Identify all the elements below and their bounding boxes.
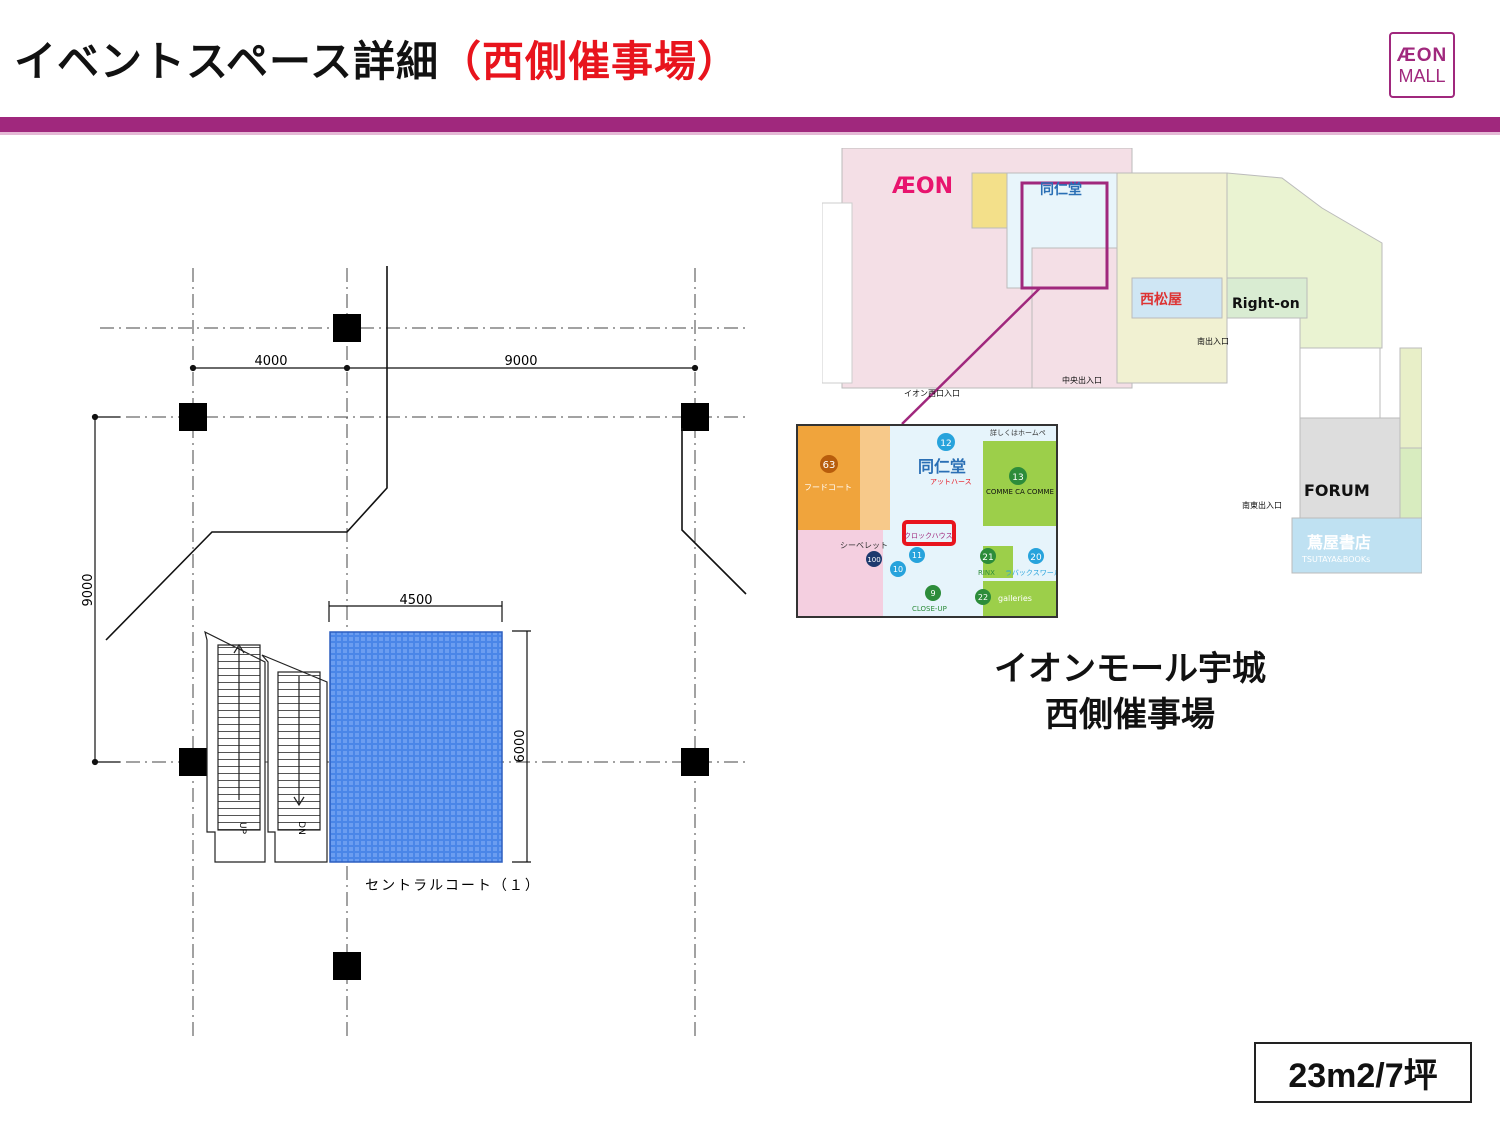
store-11-marker (909, 547, 925, 563)
forum-block (1399, 447, 1423, 519)
event-space-label: セントラルコート（１） (365, 878, 541, 894)
column (681, 403, 709, 431)
title-accent: （西側催事場） (438, 37, 740, 86)
tsutaya-sub-label: TSUTAYA&BOOKs (1301, 555, 1370, 564)
columns (179, 314, 709, 980)
caption-line1: イオンモール宇城 (994, 649, 1266, 689)
store-9-number: 9 (930, 589, 935, 598)
dojinsha-label: 同仁堂 (1040, 181, 1082, 198)
dim-top-right: 9000 (504, 354, 537, 369)
see-belet-label: シーベレット (840, 541, 888, 550)
dim-space-height: 6000 (513, 729, 528, 762)
galleries-block (983, 581, 1056, 616)
title-main: イベントスペース詳細 (14, 37, 439, 86)
food-court-block (798, 426, 860, 530)
floor-plan-drawing: 4000 9000 9000 4500 6000 UP DN セントラルコート（… (81, 266, 748, 1040)
entrance-central: 中央出入口 (1062, 375, 1102, 385)
service-block (860, 426, 890, 530)
dim-left: 9000 (81, 573, 96, 606)
caption-line2: 西側催事場 (1045, 695, 1215, 735)
homepage-note: 詳しくはホームペ (990, 428, 1046, 437)
page-title: イベントスペース詳細（西側催事場） (14, 30, 740, 94)
south-block (1299, 417, 1401, 519)
dim-top-left: 4000 (254, 354, 287, 369)
logo-line1: ÆON (1396, 44, 1448, 66)
escalator-down-label: DN (296, 821, 306, 835)
store-22-marker (975, 589, 991, 605)
store-21-marker (980, 548, 996, 564)
store-13-marker (1009, 467, 1027, 485)
east-wing (1226, 172, 1383, 349)
area-badge: 23m2/7坪 (1254, 1042, 1472, 1103)
escalator-down (261, 654, 328, 863)
event-space-area (329, 631, 503, 863)
dimension-lines (91, 364, 699, 863)
store-13-number: 13 (1012, 473, 1023, 483)
nishimatsuya-label: 西松屋 (1140, 291, 1182, 308)
store-22-number: 22 (978, 593, 988, 602)
nishimatsuya-block (1131, 277, 1223, 319)
store-12-marker (937, 433, 955, 451)
forum-label: FORUM (1304, 481, 1370, 500)
righton-label: Right-on (1232, 296, 1300, 312)
column (179, 403, 207, 431)
entrance-south-east: 南東出入口 (1242, 500, 1282, 510)
column (179, 748, 207, 776)
tsutaya-label: 蔦屋書店 (1307, 533, 1371, 552)
tsutaya-block (1291, 517, 1423, 574)
store-block (971, 172, 1008, 229)
rinx-label: RINX (978, 569, 995, 577)
escalator-up (204, 630, 266, 863)
inset-map: 63 フードコート シーベレット 12 同仁堂 アットハース 13 COMME … (796, 424, 1058, 618)
store-10-number: 10 (893, 565, 903, 574)
clock-house-highlight (902, 520, 956, 546)
store-21-number: 21 (982, 553, 993, 563)
store-20-marker (1028, 548, 1044, 564)
see-belet-block (798, 530, 883, 616)
west-wall (821, 202, 853, 384)
header-band (0, 117, 1500, 135)
column (333, 952, 361, 980)
store-100-marker (866, 551, 882, 567)
wall-lines (105, 266, 747, 641)
store-63-marker (820, 455, 838, 473)
dojinsha-sub-label: アットハース (930, 478, 972, 486)
escalator-up-label: UP (237, 822, 247, 835)
store-11-number: 11 (912, 551, 922, 560)
column (681, 748, 709, 776)
entrance-south: 南出入口 (1197, 336, 1229, 346)
rabaxs-label: ラバックスワール (1005, 569, 1058, 577)
righton-block (1226, 277, 1308, 319)
venue-caption: イオンモール宇城 西側催事場 (960, 646, 1300, 738)
store-100-number: 100 (867, 556, 880, 564)
comme-ca-label: COMME CA COMME CA (986, 488, 1058, 496)
inset-dojinsha-label: 同仁堂 (918, 457, 966, 476)
walkway (1299, 347, 1381, 419)
store-12-number: 12 (940, 439, 951, 449)
logo-line2: MALL (1398, 65, 1446, 86)
floor-map-drawing: ÆON 同仁堂 西松屋 Right-on FORUM 蔦屋書店 TSUTAYA&… (821, 147, 1423, 574)
aeon-mall-logo: ÆON MALL (1389, 32, 1455, 98)
entrance-aeon-west: イオン西口入口 (904, 389, 960, 398)
inset-map-drawing: 63 フードコート シーベレット 12 同仁堂 アットハース 13 COMME … (798, 426, 1058, 616)
food-court-label: フードコート (804, 483, 852, 492)
store-20-number: 20 (1030, 553, 1042, 563)
dim-space-width: 4500 (399, 593, 432, 608)
aeon-label: ÆON (892, 174, 953, 199)
mall-floor-map: ÆON 同仁堂 西松屋 Right-on FORUM 蔦屋書店 TSUTAYA&… (821, 147, 1423, 578)
galleries-label: galleries (998, 594, 1032, 603)
store-10-marker (890, 561, 906, 577)
column (333, 314, 361, 342)
close-up-label: CLOSE-UP (912, 605, 947, 613)
header-band-highlight (0, 132, 1500, 135)
store-63-number: 63 (823, 460, 836, 471)
clock-house-label: クロックハウス (904, 532, 953, 540)
store-block (1031, 247, 1133, 389)
store-9-marker (925, 585, 941, 601)
callout-line (901, 287, 1041, 425)
highlight-box (1020, 181, 1109, 290)
